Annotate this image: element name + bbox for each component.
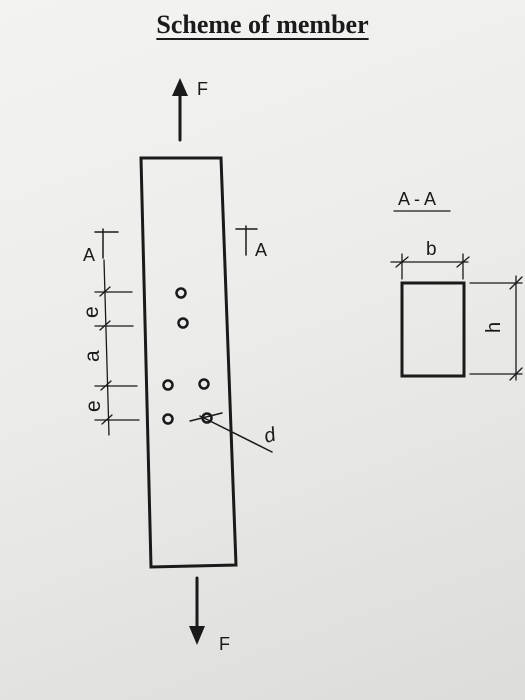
- force-arrow-bottom: [189, 576, 205, 645]
- edge-label-bottom: e: [82, 400, 105, 412]
- section-mark-right: [235, 225, 258, 256]
- member-plate: [139, 156, 238, 569]
- diameter-label: d: [262, 423, 279, 447]
- bolt-holes: [162, 287, 213, 425]
- dimension-chain-left: [94, 259, 140, 436]
- edge-label-top: e: [80, 306, 103, 318]
- diagram-title: Scheme of member: [0, 10, 525, 40]
- force-arrow-top: [172, 78, 188, 142]
- cross-section: [390, 210, 523, 381]
- bolt-hole: [198, 378, 210, 390]
- bolt-hole: [175, 287, 187, 299]
- diameter-leader: [189, 412, 273, 453]
- width-label: b: [426, 239, 437, 260]
- bolt-hole: [162, 413, 174, 425]
- diagram-title-text: Scheme of member: [156, 10, 369, 39]
- bolt-hole: [177, 317, 189, 329]
- height-label: h: [483, 322, 505, 333]
- spacing-label: a: [81, 350, 104, 362]
- section-label-right: A: [255, 240, 267, 260]
- section-rectangle: [400, 281, 466, 378]
- section-title: A - A: [398, 189, 436, 209]
- section-mark-left: [94, 228, 119, 259]
- force-label-bottom: F: [219, 634, 230, 654]
- bolt-hole: [162, 379, 174, 391]
- section-label-left: A: [83, 245, 95, 265]
- force-label-top: F: [197, 79, 208, 99]
